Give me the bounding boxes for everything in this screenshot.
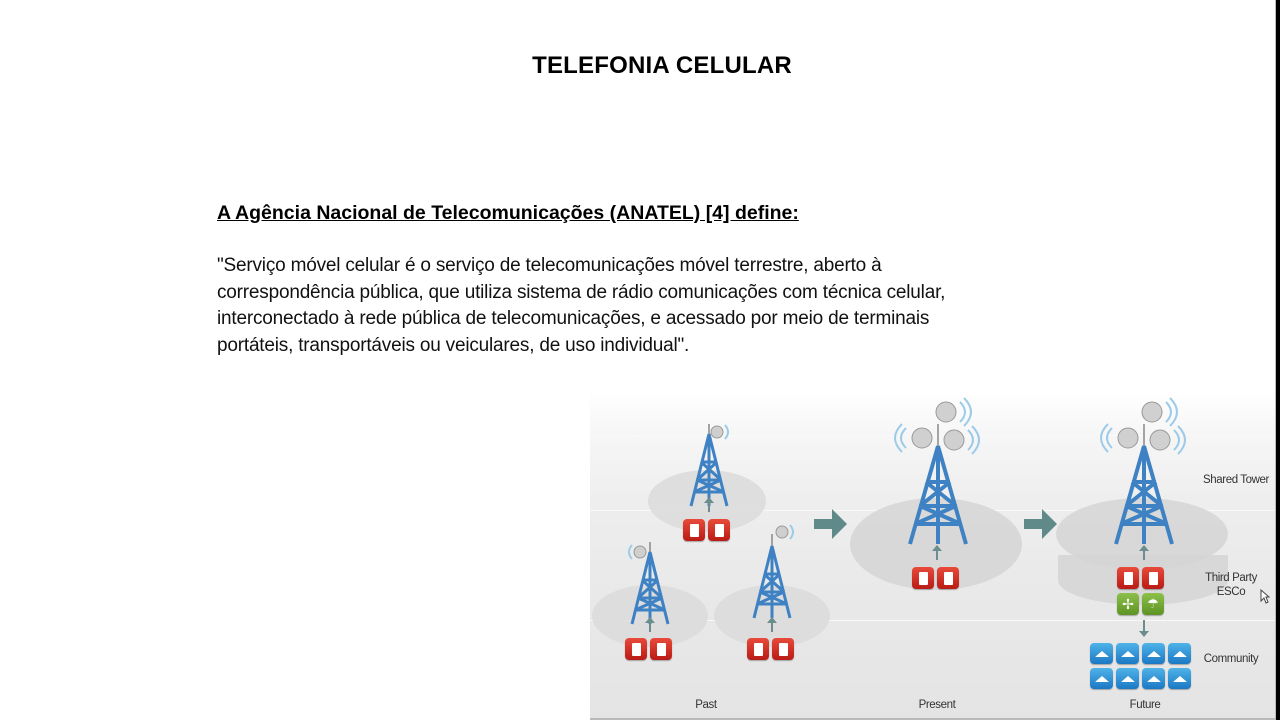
house-icon [1090,668,1113,689]
diesel-generator-boxes [625,638,672,660]
stage-label-present: Present [918,699,956,711]
shared-cell-tower-icon [1100,397,1186,545]
generator-icon [747,638,769,660]
diesel-generator-boxes [912,567,959,589]
fuel-can-icon [708,519,730,541]
mouse-cursor-icon [1260,589,1270,604]
cell-tower-icon [752,524,794,619]
house-icon [1116,668,1139,689]
fuel-can-icon [772,638,794,660]
row-label-third-party: Third Party [1205,572,1257,584]
generator-icon [683,519,705,541]
fuel-can-icon [650,638,672,660]
fuel-can-icon [937,567,959,589]
quote-line: portáteis, transportáveis ou veiculares,… [217,334,690,356]
house-icon [1090,643,1113,664]
house-icon [1142,643,1165,664]
stage-label-future: Future [1129,699,1161,711]
slide-subtitle: A Agência Nacional de Telecomunicações (… [217,202,799,224]
shared-cell-tower-icon [894,397,980,545]
arrow-right-icon [1024,509,1057,539]
house-icon [1116,643,1139,664]
row-label-community: Community [1203,653,1259,665]
quote-line: interconectado à rede pública de telecom… [217,308,930,329]
row-label-esco: ESCo [1216,586,1246,598]
quote-line: "Serviço móvel celular é o serviço de te… [217,255,882,276]
house-icon [1142,668,1165,689]
generator-icon [625,638,647,660]
tower-evolution-diagram: ✢ ☂ Shared Tower Third Party ESCo Commun… [590,390,1276,720]
house-icon [1168,643,1191,664]
diesel-generator-boxes [1117,567,1164,589]
generator-icon [912,567,934,589]
generator-icon [1117,567,1139,589]
cell-tower-icon [628,542,670,625]
stage-label-past: Past [695,699,717,711]
community-houses [1090,643,1191,689]
fuel-can-icon [1142,567,1164,589]
solar-panel-icon: ☂ [1142,593,1164,615]
definition-quote: "Serviço móvel celular é o serviço de te… [217,253,1017,359]
slide-title: TELEFONIA CELULAR [532,52,792,79]
house-icon [1168,668,1191,689]
renewable-energy-boxes: ✢ ☂ [1117,593,1164,615]
row-label-shared-tower: Shared Tower [1203,474,1269,486]
window-edge [1275,0,1280,720]
diesel-generator-boxes [747,638,794,660]
arrow-right-icon [814,509,847,539]
quote-line: correspondência pública, que utiliza sis… [217,281,946,303]
diesel-generator-boxes [683,519,730,541]
wind-turbine-icon: ✢ [1117,593,1139,615]
cell-tower-icon [689,424,729,507]
